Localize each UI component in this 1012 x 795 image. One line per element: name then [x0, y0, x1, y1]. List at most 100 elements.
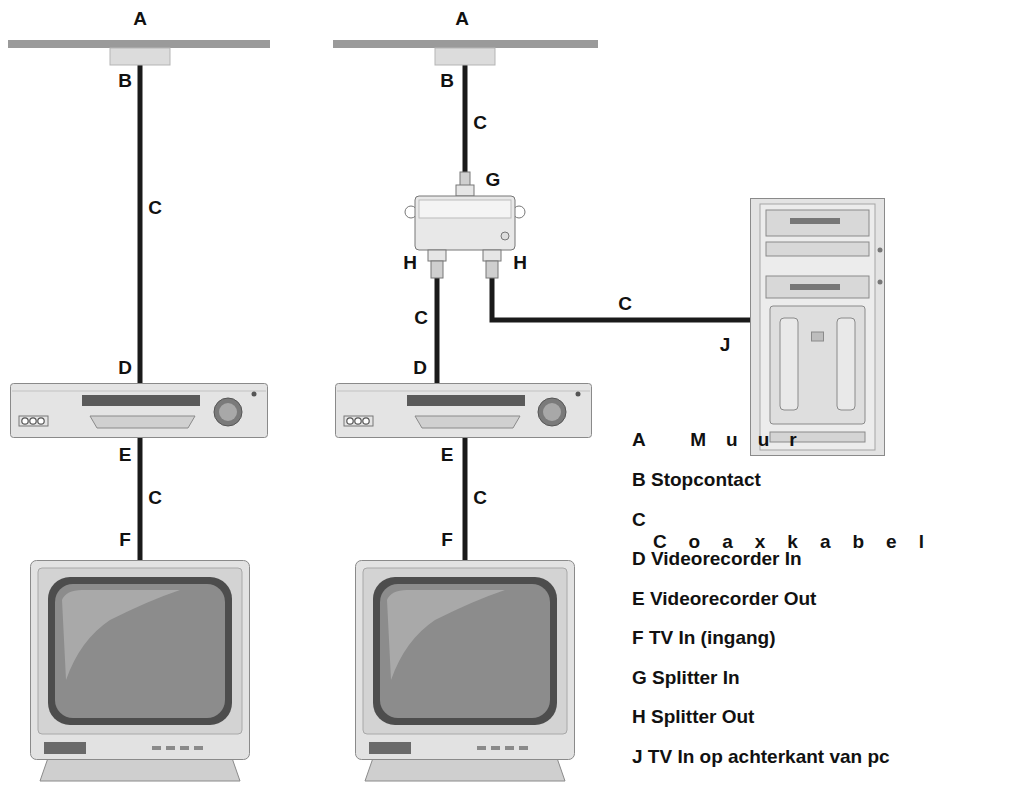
wall: A	[8, 40, 270, 48]
callout-letter: F	[441, 529, 453, 551]
television-drawing	[30, 560, 250, 782]
wall-drawing	[8, 40, 270, 48]
pc-case	[751, 199, 885, 456]
callout-letter: H	[513, 252, 527, 274]
callout-letter: G	[486, 169, 501, 191]
tv-control-panel	[369, 742, 411, 754]
pc-front	[760, 204, 875, 450]
vcr-jack	[38, 418, 44, 424]
callout-letter: E	[441, 444, 454, 466]
screen-highlight	[387, 590, 505, 680]
cable-label: C	[148, 197, 162, 219]
wall-bar	[8, 40, 270, 48]
wall-drawing	[333, 40, 598, 48]
drive-bay	[766, 242, 869, 256]
wall-outlet: B	[110, 48, 170, 65]
callout-letter: E	[119, 444, 132, 466]
cable-label: C	[473, 487, 487, 509]
key-line: C Coaxkabel	[632, 509, 903, 553]
vcr-edge	[337, 391, 590, 392]
outlet-plate	[110, 48, 170, 65]
tv-button	[505, 746, 514, 750]
callout-letter: A	[133, 8, 147, 30]
tv-button	[166, 746, 175, 750]
power-led	[878, 280, 883, 285]
tv-cabinet	[31, 561, 250, 760]
tape-slot	[82, 395, 200, 406]
vcr-knob	[538, 398, 566, 426]
output-nut	[483, 250, 501, 261]
tv-button	[477, 746, 486, 750]
output-nut	[428, 250, 446, 261]
television: F	[30, 560, 250, 782]
drive-bay	[766, 276, 869, 298]
pc-tower-drawing	[750, 198, 885, 456]
wall-outlet-drawing	[435, 48, 495, 65]
vcr-jack	[30, 418, 36, 424]
cable-label: C	[414, 307, 428, 329]
vcr-jack	[347, 418, 353, 424]
tape-slot	[407, 395, 525, 406]
coax-cable	[463, 65, 468, 172]
vent-slot	[780, 318, 798, 410]
key-line: D Videorecorder In	[632, 548, 903, 570]
callout-letter: H	[403, 252, 417, 274]
tv-bezel	[363, 568, 567, 734]
callout-letter: B	[118, 70, 132, 92]
tv-button	[491, 746, 500, 750]
front-flap	[415, 416, 520, 428]
vent-slot	[837, 318, 855, 410]
tv-control-panel	[44, 742, 86, 754]
videorecorder: DE	[10, 383, 268, 438]
input-nut	[456, 185, 474, 196]
vcr-body	[336, 384, 592, 438]
callout-letter: D	[118, 357, 132, 379]
splitter-body	[415, 196, 515, 250]
wall-outlet: B	[435, 48, 495, 65]
front-badge	[812, 332, 824, 341]
tv-screen-glass	[380, 584, 550, 718]
outlet-plate	[435, 48, 495, 65]
key-line: J TV In op achterkant van pc	[632, 746, 903, 768]
tv-button	[152, 746, 161, 750]
vcr-jack	[355, 418, 361, 424]
television: F	[355, 560, 575, 782]
tv-bezel	[38, 568, 242, 734]
callout-letter: J	[720, 334, 731, 356]
drive-slot	[790, 218, 840, 224]
coax-cable	[138, 438, 143, 560]
splitter-drawing	[405, 172, 525, 278]
vcr-body	[11, 384, 268, 438]
callout-letter: D	[413, 357, 427, 379]
tv-button	[194, 746, 203, 750]
videorecorder-drawing	[10, 383, 268, 438]
vcr-jack	[363, 418, 369, 424]
vcr-knob-inner	[543, 403, 561, 421]
front-panel	[770, 306, 865, 424]
jack-panel	[19, 416, 48, 426]
key-line: A Muur	[632, 429, 903, 451]
tv-button	[180, 746, 189, 750]
callout-letter: A	[455, 8, 469, 30]
tv-screen	[48, 577, 232, 725]
callout-letter: F	[119, 529, 131, 551]
coax-cable	[435, 278, 440, 383]
key-line: F TV In (ingang)	[632, 627, 903, 649]
vcr-led	[252, 392, 257, 397]
output-connector	[486, 261, 498, 278]
vcr-led	[576, 392, 581, 397]
front-flap	[90, 416, 195, 428]
wall-outlet-drawing	[110, 48, 170, 65]
wall: A	[333, 40, 598, 48]
tv-screen-glass	[55, 584, 225, 718]
drive-slot	[790, 284, 840, 290]
tv-button	[519, 746, 528, 750]
tv-stand	[40, 758, 240, 781]
splitter-top	[419, 200, 511, 218]
television-drawing	[355, 560, 575, 782]
key-line: E Videorecorder Out	[632, 588, 903, 610]
jack-panel	[344, 416, 373, 426]
wall-bar	[333, 40, 598, 48]
videorecorder: DE	[335, 383, 592, 438]
